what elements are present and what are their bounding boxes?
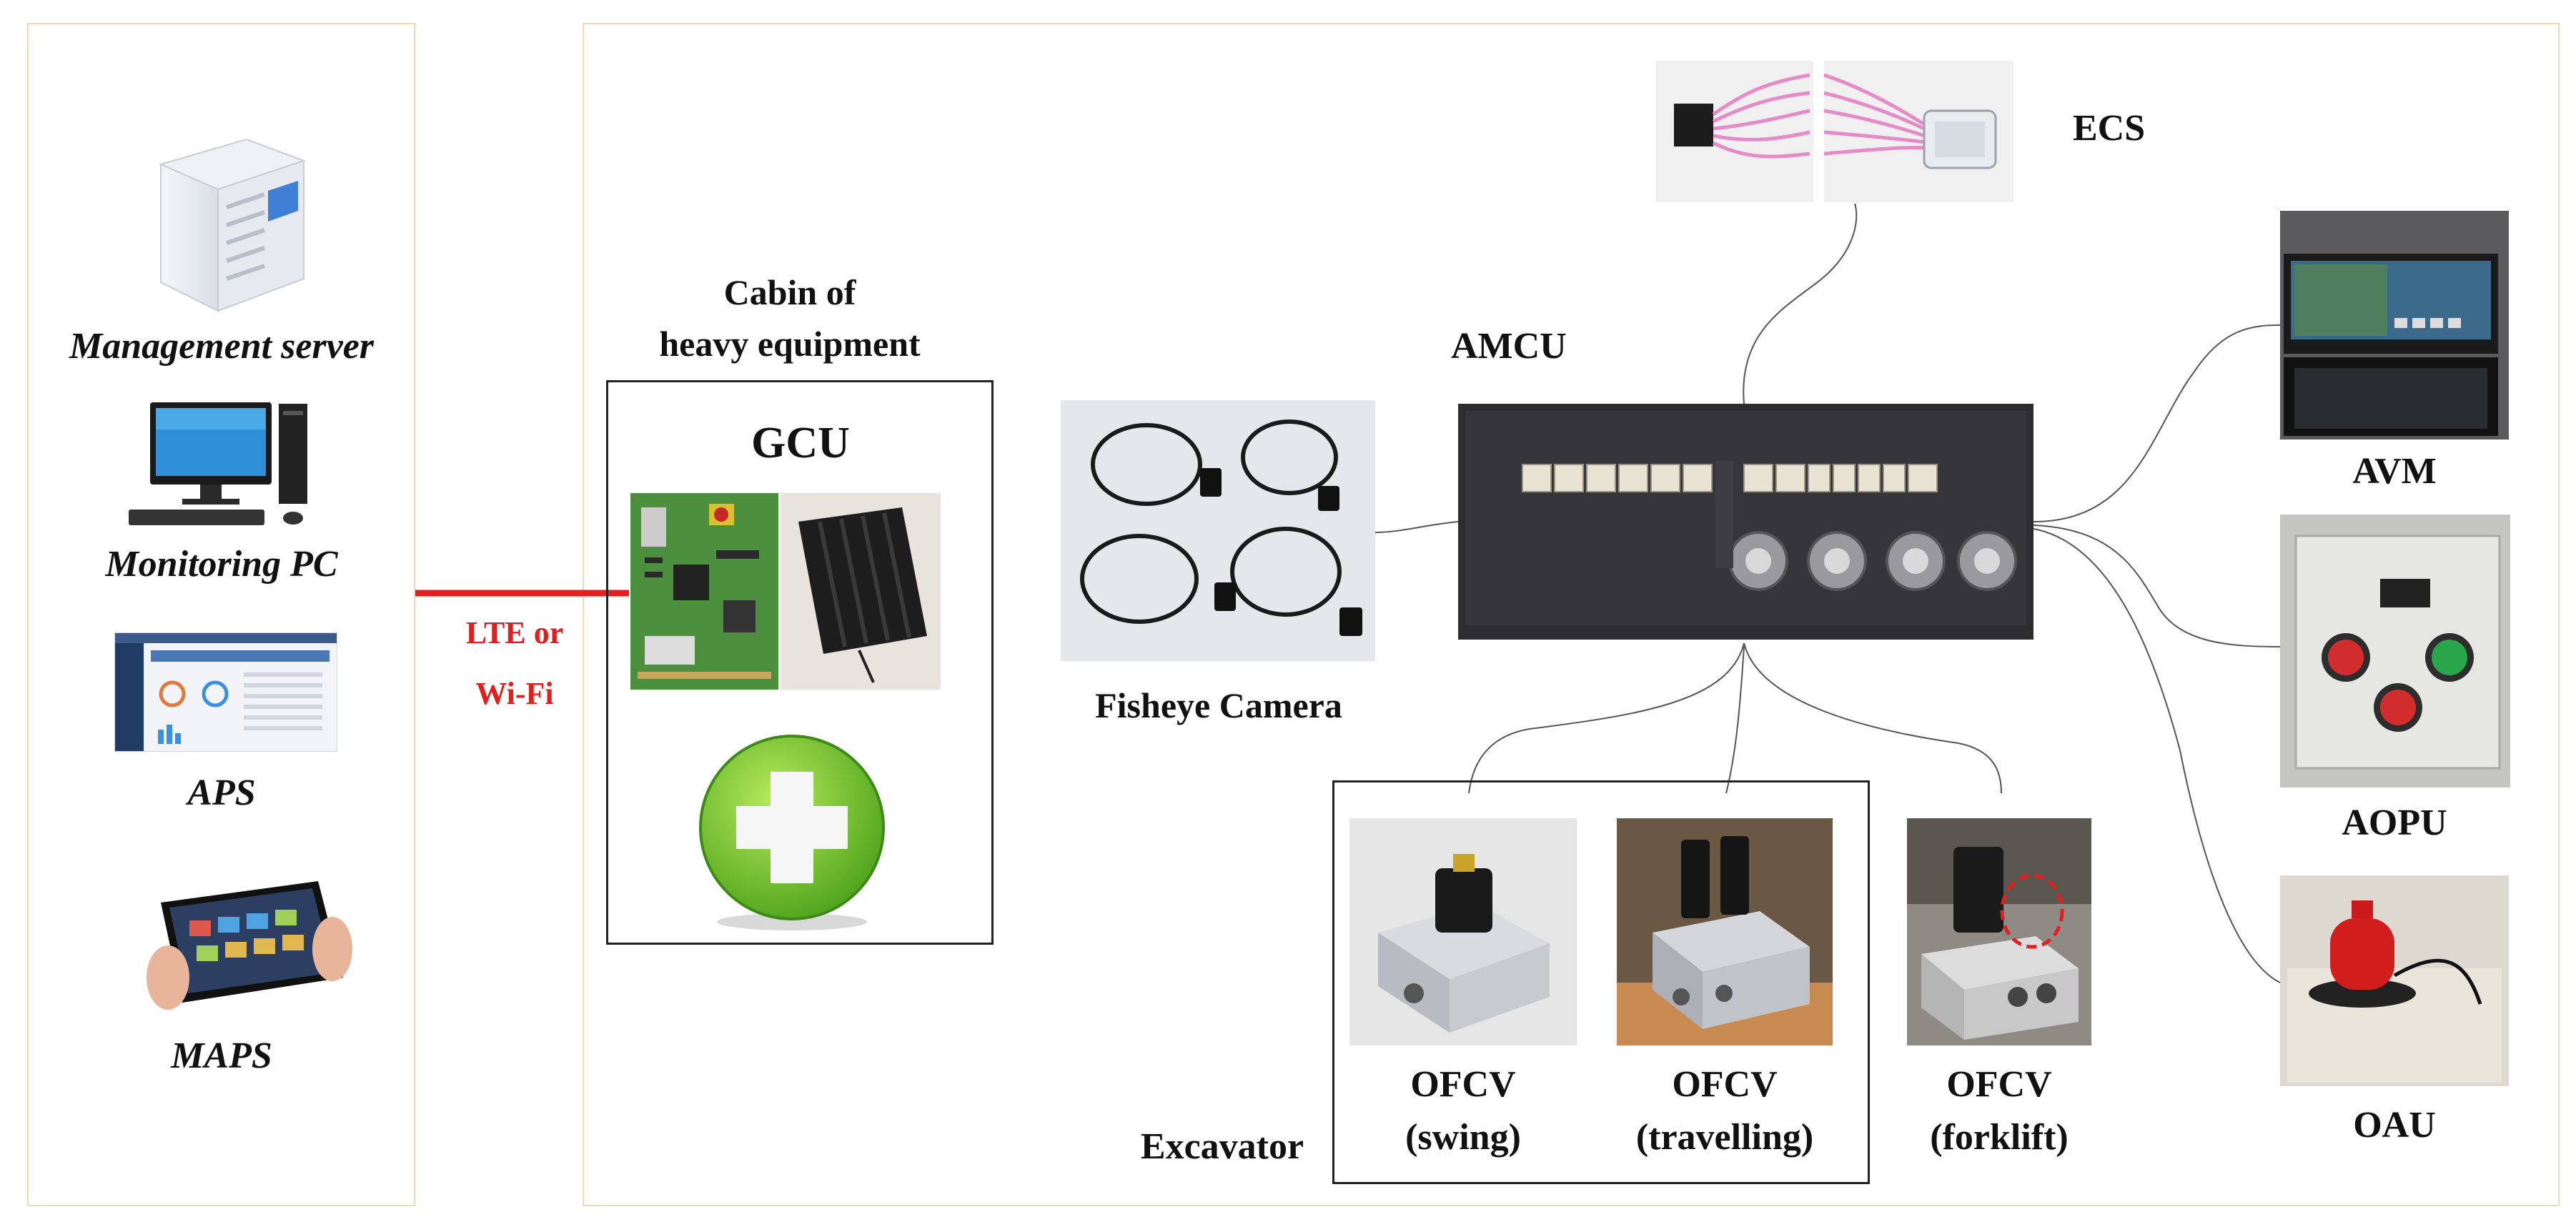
ofcv-swing-image xyxy=(1349,818,1577,1045)
ecs-connector-image-1 xyxy=(1656,61,1813,202)
excavator-box xyxy=(1332,780,1870,1184)
aopu-panel-image xyxy=(2280,515,2510,788)
oau-label: OAU xyxy=(2353,1105,2436,1146)
gcu-enclosure-image xyxy=(781,493,941,690)
camera-amcu-line xyxy=(1374,521,1459,533)
fisheye-camera-image xyxy=(1061,400,1375,661)
avm-label: AVM xyxy=(2352,451,2437,492)
cabin-title-line1: Cabin of xyxy=(723,272,856,312)
maps-label: MAPS xyxy=(171,1035,272,1076)
amcu-ofcv-swing-line xyxy=(1468,642,1745,794)
fisheye-camera-label: Fisheye Camera xyxy=(1095,685,1342,725)
ofcv-forklift-name: OFCV xyxy=(1946,1064,2052,1105)
amcu-avm-line xyxy=(2033,324,2281,522)
server-icon xyxy=(139,121,314,314)
ofcv-swing-mode: (swing) xyxy=(1405,1117,1521,1158)
amcu-oau-line xyxy=(2033,528,2281,983)
aopu-label: AOPU xyxy=(2342,803,2447,843)
ofcv-forklift-image xyxy=(1907,818,2091,1045)
tablet-icon xyxy=(139,870,354,1017)
amcu-aopu-line xyxy=(2033,525,2281,647)
management-server-label: Management server xyxy=(69,326,375,367)
aps-label: APS xyxy=(187,773,256,813)
plus-icon xyxy=(692,735,892,935)
ofcv-travelling-image xyxy=(1617,818,1833,1045)
ofcv-travelling-name: OFCV xyxy=(1672,1064,1778,1105)
desktop-pc-icon xyxy=(114,397,329,532)
oau-beacon-image xyxy=(2280,875,2509,1086)
ecs-label: ECS xyxy=(2073,108,2146,149)
lte-label: LTE or xyxy=(465,615,564,650)
ofcv-swing-name: OFCV xyxy=(1410,1064,1516,1105)
left-panel xyxy=(27,23,415,1206)
wifi-label: Wi-Fi xyxy=(475,676,554,711)
excavator-label: Excavator xyxy=(1140,1126,1304,1167)
cabin-box xyxy=(606,380,994,945)
monitoring-pc-label: Monitoring PC xyxy=(105,544,338,585)
gcu-label: GCU xyxy=(751,419,850,467)
system-panel xyxy=(583,23,2560,1206)
ecs-connector-image-2 xyxy=(1824,61,2013,202)
amcu-label: AMCU xyxy=(1451,326,1567,367)
avm-monitor-image xyxy=(2280,211,2509,439)
dashboard-screen-icon xyxy=(114,632,337,752)
amcu-ofcv-travelling-line xyxy=(1725,646,1745,794)
amcu-ofcv-forklift-line xyxy=(1743,642,2002,794)
gcu-board-image xyxy=(630,493,778,690)
ofcv-forklift-mode: (forklift) xyxy=(1930,1117,2069,1158)
amcu-ecs-line xyxy=(1743,203,1858,404)
cabin-title-line2: heavy equipment xyxy=(659,324,921,364)
ofcv-travelling-mode: (travelling) xyxy=(1635,1117,1814,1158)
amcu-device-image xyxy=(1458,404,2033,640)
